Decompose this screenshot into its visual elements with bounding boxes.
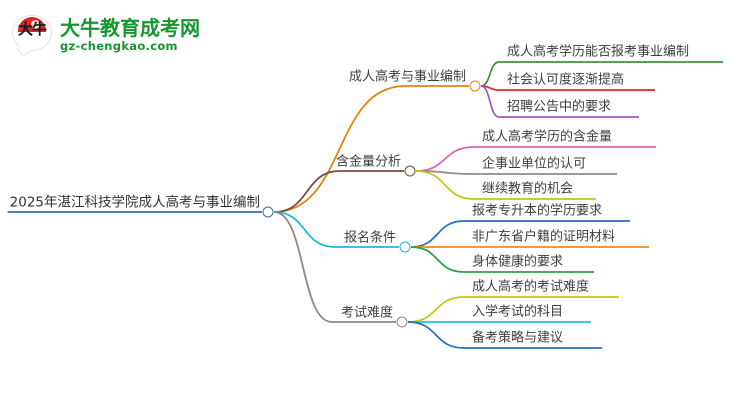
branch-label-2[interactable]: 报名条件: [343, 230, 396, 246]
site-logo: 大牛 大牛教育成考网 gz-chengkao.com: [10, 10, 260, 60]
leaf-label-2-2[interactable]: 身体健康的要求: [472, 254, 564, 270]
root-node-label[interactable]: 2025年湛江科技学院成人高考与事业编制: [9, 194, 260, 211]
leaf-label-3-0[interactable]: 成人高考的考试难度: [472, 279, 590, 295]
leaf-label-3-1[interactable]: 入学考试的科目: [472, 304, 564, 320]
leaf-label-3-2[interactable]: 备考策略与建议: [472, 330, 564, 346]
leaf-label-0-2[interactable]: 招聘公告中的要求: [507, 99, 612, 115]
logo-wordmark: 大牛教育成考网 gz-chengkao.com: [60, 17, 200, 53]
leaf-label-2-0[interactable]: 报考专升本的学历要求: [472, 203, 603, 219]
daniu-bubble-logo-icon: 大牛: [10, 13, 54, 57]
logo-subtitle: gz-chengkao.com: [60, 39, 178, 53]
leaf-label-0-1[interactable]: 社会认可度逐渐提高: [507, 72, 625, 88]
leaf-label-2-1[interactable]: 非广东省户籍的证明材料: [472, 229, 616, 245]
branch-dot-1[interactable]: [404, 165, 416, 177]
branch-label-3[interactable]: 考试难度: [340, 305, 393, 321]
logo-mark-text: 大牛: [17, 20, 47, 38]
logo-red-dome: [18, 17, 46, 32]
leaf-label-1-1[interactable]: 企事业单位的认可: [482, 156, 587, 172]
root-node-dot[interactable]: [262, 206, 274, 218]
branch-dot-0[interactable]: [469, 80, 481, 92]
branch-dot-3[interactable]: [396, 316, 408, 328]
branch-label-0[interactable]: 成人高考与事业编制: [348, 69, 466, 85]
leaf-label-1-0[interactable]: 成人高考学历的含金量: [482, 129, 613, 145]
branch-label-1[interactable]: 含金量分析: [335, 154, 401, 170]
leaf-label-1-2[interactable]: 继续教育的机会: [482, 181, 574, 197]
branch-dot-2[interactable]: [399, 241, 411, 253]
leaf-label-0-0[interactable]: 成人高考学历能否报考事业编制: [507, 44, 690, 60]
logo-title: 大牛教育成考网: [60, 16, 200, 40]
